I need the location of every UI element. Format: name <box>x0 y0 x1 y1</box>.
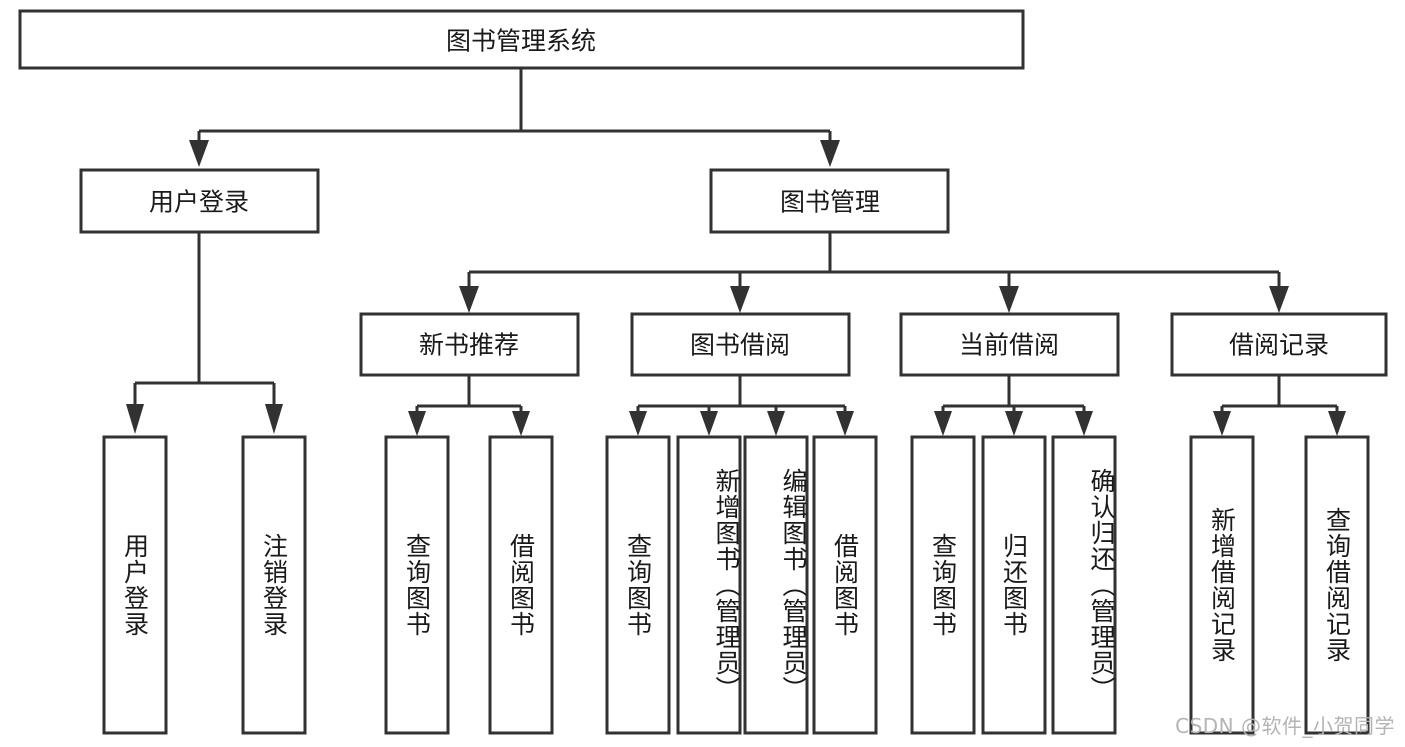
arrowhead-book-management <box>820 140 840 167</box>
edges-group <box>126 68 1346 436</box>
node-borrow-record-label: 借阅记录 <box>1229 331 1329 360</box>
node-leaf-confirm-return[interactable] <box>1051 435 1117 735</box>
node-leaf-add-book[interactable] <box>676 435 742 735</box>
arrowhead-leaf-add-book <box>700 411 718 436</box>
node-book-borrow-label: 图书借阅 <box>690 331 790 360</box>
node-root[interactable] <box>18 9 1025 70</box>
node-leaf-user-login[interactable] <box>102 435 168 735</box>
arrowhead-current-borrow <box>999 286 1019 313</box>
node-leaf-query-book-2[interactable] <box>605 435 671 735</box>
arrowhead-leaf-query-book-3 <box>934 411 952 436</box>
arrowhead-leaf-query-record <box>1328 411 1346 436</box>
node-leaf-return-book[interactable] <box>981 435 1047 735</box>
arrowhead-leaf-return-book <box>1005 411 1023 436</box>
arrowhead-leaf-user-logout <box>265 404 283 434</box>
arrowhead-book-borrow <box>730 286 750 313</box>
nodes-group: 图书管理系统 用户登录 图书管理 新书推荐 图书借阅 当前借阅 借阅记录 <box>18 9 1388 735</box>
node-leaf-edit-book[interactable] <box>743 435 809 735</box>
node-current-borrow-label: 当前借阅 <box>959 331 1059 360</box>
arrowhead-leaf-add-record <box>1213 411 1231 436</box>
node-current-borrow[interactable] <box>899 312 1120 377</box>
node-book-management[interactable] <box>709 168 950 234</box>
arrowhead-leaf-user-login <box>126 404 144 434</box>
node-user-login[interactable] <box>79 168 320 234</box>
csdn-watermark: CSDN @软件_小贺同学 <box>1175 714 1395 738</box>
arrowhead-leaf-query-book-2 <box>629 411 647 436</box>
node-leaf-add-record[interactable] <box>1189 435 1255 735</box>
node-leaf-borrow-book-1[interactable] <box>488 435 554 735</box>
arrowhead-leaf-borrow-book-2 <box>836 411 854 436</box>
node-leaf-user-logout[interactable] <box>241 435 307 735</box>
node-book-borrow[interactable] <box>630 312 851 377</box>
node-new-book-recommend[interactable] <box>359 312 580 377</box>
node-leaf-query-record[interactable] <box>1304 435 1370 735</box>
arrowhead-leaf-query-book-1 <box>408 411 426 436</box>
node-root-label: 图书管理系统 <box>446 27 596 56</box>
node-leaf-query-book-1[interactable] <box>384 435 450 735</box>
node-borrow-record[interactable] <box>1170 312 1388 377</box>
arrowhead-leaf-borrow-book-1 <box>512 411 530 436</box>
node-new-book-recommend-label: 新书推荐 <box>419 331 519 360</box>
node-user-login-label: 用户登录 <box>149 188 249 217</box>
arrowhead-leaf-confirm-return <box>1075 411 1093 436</box>
arrowhead-borrow-record <box>1269 286 1289 313</box>
arrowhead-user-login <box>189 140 209 167</box>
node-leaf-borrow-book-2[interactable] <box>812 435 878 735</box>
arrowhead-leaf-edit-book <box>767 411 785 436</box>
arrowhead-new-book-recommend <box>459 286 479 313</box>
node-leaf-query-book-3[interactable] <box>910 435 976 735</box>
node-book-management-label: 图书管理 <box>780 188 880 217</box>
